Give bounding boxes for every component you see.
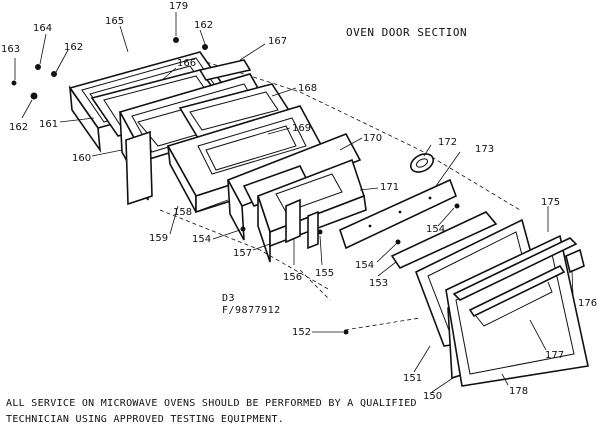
callout-164: 164 [33, 23, 52, 34]
callout-160: 160 [72, 153, 91, 164]
callout-153: 153 [369, 278, 388, 289]
callout-166: 166 [177, 58, 196, 69]
callout-162-top: 162 [194, 20, 213, 31]
screws [11, 37, 460, 335]
callout-168: 168 [298, 83, 317, 94]
callout-177: 177 [545, 350, 564, 361]
callout-172: 172 [438, 137, 457, 148]
callout-154-middle: 154 [355, 260, 374, 271]
service-notice-line-2: TECHNICIAN USING APPROVED TESTING EQUIPM… [6, 414, 285, 425]
callout-167: 167 [268, 36, 287, 47]
part-176-clip [565, 248, 585, 274]
callout-169: 169 [292, 123, 311, 134]
part-175-handle [452, 237, 578, 327]
model-line-2: F/9877912 [222, 305, 281, 316]
part-callouts: 179 164 165 162 162 163 166 167 168 162 … [1, 1, 597, 402]
callout-171: 171 [380, 182, 399, 193]
part-172-grommet [409, 153, 435, 173]
callout-156: 156 [283, 272, 302, 283]
callout-163: 163 [1, 44, 20, 55]
callout-152: 152 [292, 327, 311, 338]
model-number: D3 F/9877912 [222, 293, 281, 317]
callout-154-right: 154 [426, 224, 445, 235]
callout-173: 173 [475, 144, 494, 155]
callout-175: 175 [541, 197, 560, 208]
callout-162-top-left: 162 [64, 42, 83, 53]
callout-155: 155 [315, 268, 334, 279]
part-167-strip [198, 59, 252, 81]
callout-161: 161 [39, 119, 58, 130]
leader-lines [14, 12, 574, 393]
callout-162-bottom-left: 162 [9, 122, 28, 133]
callout-150: 150 [423, 391, 442, 402]
callout-151: 151 [403, 373, 422, 384]
callout-170: 170 [363, 133, 382, 144]
callout-176: 176 [578, 298, 597, 309]
callout-158: 158 [173, 207, 192, 218]
callout-154-left: 154 [192, 234, 211, 245]
callout-179: 179 [169, 1, 188, 12]
title: OVEN DOOR SECTION [346, 26, 468, 39]
callout-157: 157 [233, 248, 252, 259]
service-notice: ALL SERVICE ON MICROWAVE OVENS SHOULD BE… [6, 396, 417, 428]
callout-178: 178 [509, 386, 528, 397]
part-156-latch [285, 198, 319, 250]
callout-165: 165 [105, 16, 124, 27]
callout-159: 159 [149, 233, 168, 244]
service-notice-line-1: ALL SERVICE ON MICROWAVE OVENS SHOULD BE… [6, 398, 417, 409]
part-153-strip [390, 211, 498, 270]
part-173-strip [339, 178, 458, 250]
model-line-1: D3 [222, 293, 236, 304]
